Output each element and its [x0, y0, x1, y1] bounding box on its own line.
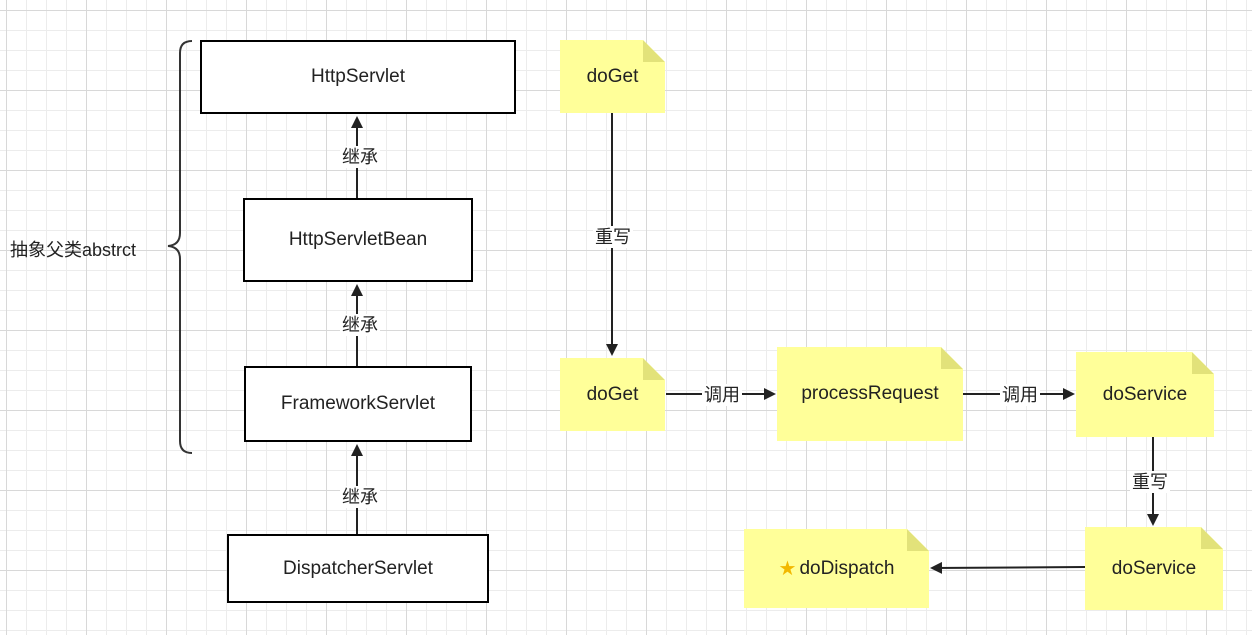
call-label-2: 调用: [1000, 384, 1040, 406]
star-icon: ★: [778, 558, 797, 580]
inherit-label-1: 继承: [340, 146, 380, 168]
override-label-1: 重写: [593, 226, 633, 248]
inherit-label-3: 继承: [340, 486, 380, 508]
note-doservice[interactable]: doService: [1085, 527, 1223, 610]
class-box-httpservlet[interactable]: HttpServlet: [200, 40, 516, 114]
note-doget[interactable]: doGet: [560, 358, 665, 431]
inherit-label-2: 继承: [340, 314, 380, 336]
note-doget-top[interactable]: doGet: [560, 40, 665, 113]
class-box-dispatcherservlet[interactable]: DispatcherServlet: [227, 534, 489, 603]
note-processrequest[interactable]: processRequest: [777, 347, 963, 441]
override-label-2: 重写: [1130, 471, 1170, 493]
note-doservice-top-label: doService: [1102, 383, 1188, 405]
class-box-frameworkservlet[interactable]: FrameworkServlet: [244, 366, 472, 442]
note-doget-label: doGet: [586, 383, 639, 405]
note-doget-top-label: doGet: [586, 65, 639, 87]
dispatch-arrow: [930, 561, 1086, 574]
group-brace: [167, 40, 193, 454]
class-box-httpservletbean[interactable]: HttpServletBean: [243, 198, 473, 282]
note-doservice-label: doService: [1111, 557, 1197, 579]
call-label-1: 调用: [702, 384, 742, 406]
note-dodispatch-label: doDispatch: [799, 557, 895, 579]
note-doservice-top[interactable]: doService: [1076, 352, 1214, 437]
note-dodispatch[interactable]: ★ doDispatch: [744, 529, 929, 608]
abstract-group-label: 抽象父类abstrct: [10, 240, 137, 260]
note-processrequest-label: processRequest: [801, 383, 939, 404]
